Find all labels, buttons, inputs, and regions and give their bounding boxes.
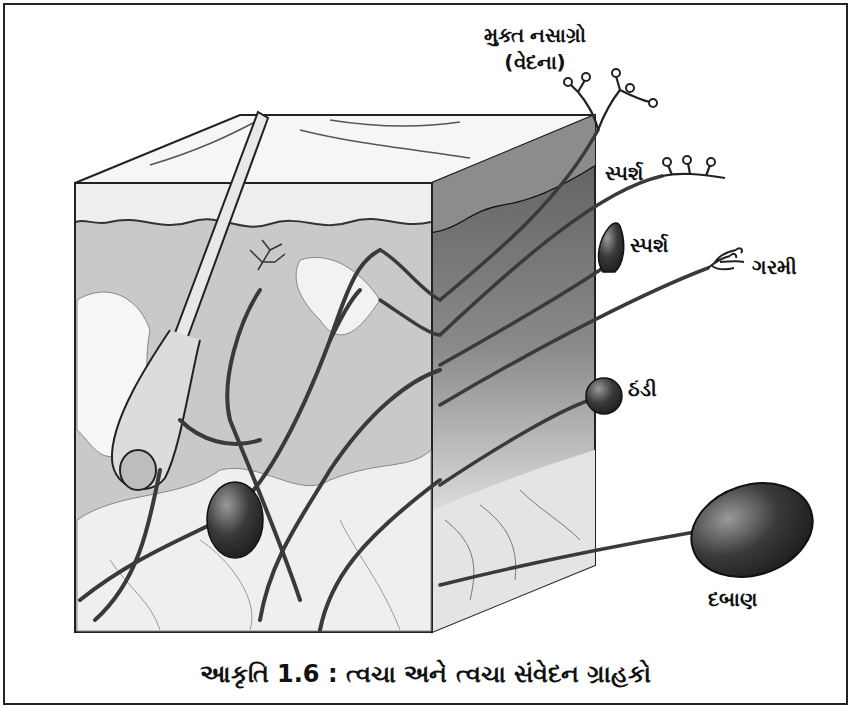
- touch-label: સ્પર્શ: [630, 232, 668, 259]
- nerve-fibers: [80, 250, 440, 630]
- heat-endings: [708, 248, 744, 269]
- touch-endings: [662, 163, 725, 178]
- cold-label: ઠંડી: [628, 376, 657, 403]
- figure-caption: આકૃતિ 1.6 : ત્વચા અને ત્વચા સંવેદન ગ્રાહ…: [0, 660, 851, 688]
- cold-receptor: [586, 378, 622, 414]
- pressure-corpuscle: [679, 468, 825, 592]
- free-nerve-endings: [570, 76, 650, 130]
- heat-label: ગરમી: [752, 254, 797, 281]
- touch-corpuscle: [599, 223, 624, 272]
- pressure-label: દબાણ: [708, 586, 757, 613]
- touch-label: સ્પર્શ: [605, 160, 643, 187]
- frame: [4, 4, 847, 704]
- free-nerve-ending-label: મુક્ત નસાગ્રો (વેદના): [455, 22, 615, 76]
